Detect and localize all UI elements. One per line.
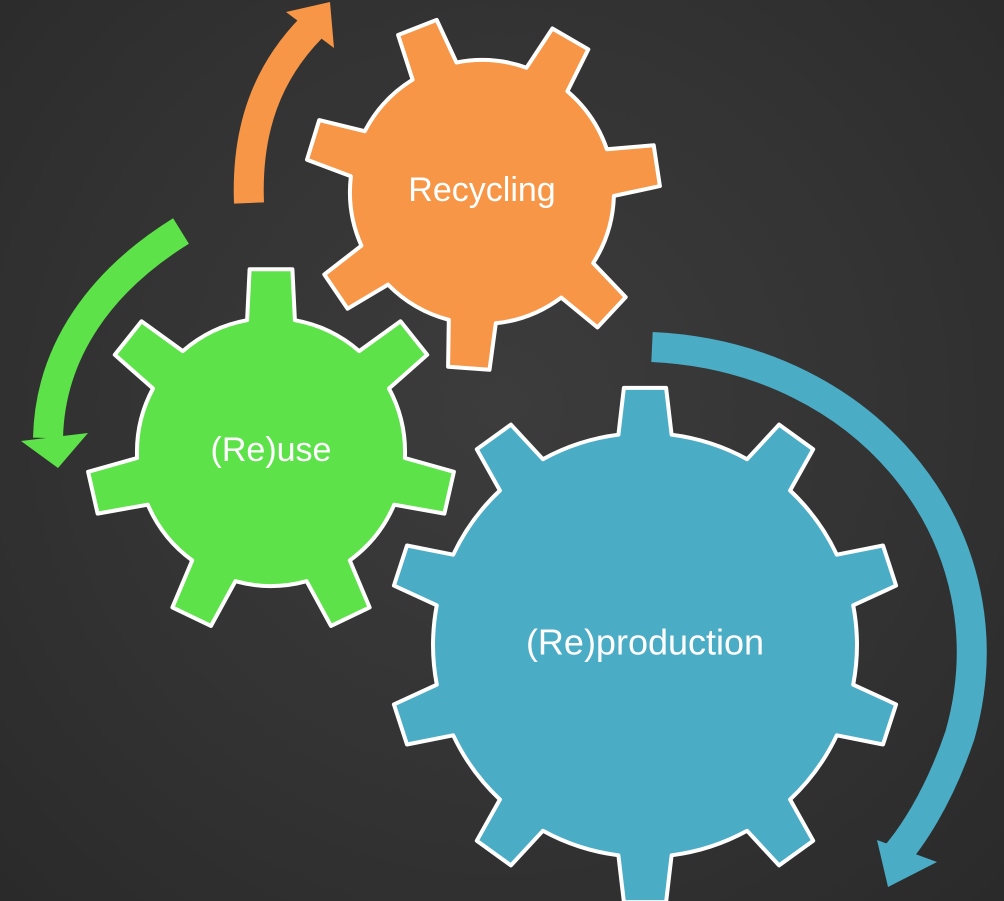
- recycling-gear-label: Recycling: [408, 171, 555, 209]
- reproduction-arrow-head: [877, 840, 937, 887]
- reproduction-gear: (Re)production: [391, 385, 899, 901]
- recycling-arrow: [233, 2, 334, 204]
- arrows-layer: [21, 2, 987, 887]
- reuse-gear-label: (Re)use: [211, 431, 332, 469]
- recycling-arrow-head: [286, 2, 334, 48]
- reproduction-arrow-shaft: [651, 332, 987, 871]
- reproduction-gear-label: (Re)production: [526, 622, 764, 663]
- recycling-arrow-shaft: [233, 17, 322, 204]
- reuse-arrow: [21, 218, 189, 468]
- reuse-arrow-shaft: [33, 218, 189, 439]
- reuse-gear: (Re)use: [86, 267, 456, 628]
- reuse-gear-shape: [86, 267, 456, 628]
- reproduction-gear-shape: [391, 385, 899, 901]
- reuse-arrow-head: [21, 433, 88, 468]
- recycling-gear: Recycling: [305, 17, 662, 372]
- recycling-gear-shape: [305, 17, 662, 372]
- reproduction-arrow: [651, 332, 987, 887]
- gears-layer: Recycling (Re)use (Re)production: [86, 17, 899, 901]
